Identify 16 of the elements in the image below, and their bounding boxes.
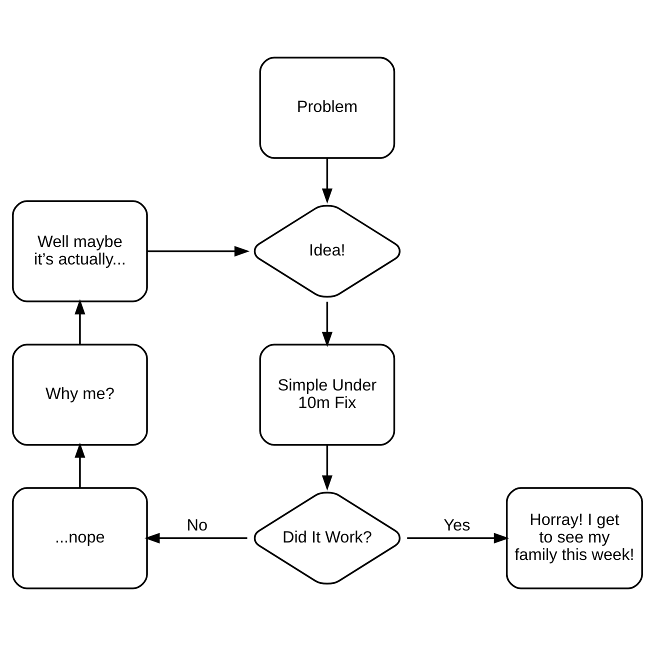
arrow [144,532,248,543]
node-box: Problem [259,56,396,158]
arrow [322,444,333,490]
arrow [322,158,333,204]
edge-label: No [186,516,208,534]
arrow [407,532,510,543]
node-box: Horray! I get to see my family this week! [506,486,643,589]
arrow [74,442,86,488]
node-box: Well maybe it’s actually... [12,200,148,302]
node-box: Simple Under 10m Fix [259,343,396,446]
node-box: ...nope [12,486,148,589]
arrow [322,301,333,347]
node-box: Why me? [12,343,148,446]
arrow [147,245,250,256]
edge-label: Yes [444,516,470,534]
arrow [74,298,86,344]
